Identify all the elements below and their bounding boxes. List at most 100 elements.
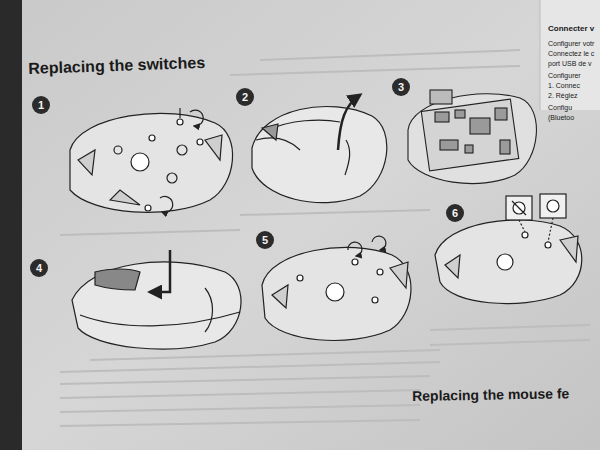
drawing-part: [272, 285, 288, 308]
drawing-part: [205, 135, 222, 160]
drawing-part: [326, 283, 344, 301]
drawing-part: [60, 420, 420, 426]
step-number: 4: [30, 259, 48, 277]
drawing-part: [177, 119, 183, 125]
column-text: (Bluetoo: [548, 114, 574, 121]
drawing-part: [60, 405, 420, 412]
drawing-part: [179, 108, 180, 118]
drawing-part: [145, 205, 151, 211]
drawing-part: [60, 376, 430, 384]
drawing-part: [372, 297, 378, 303]
drawing-part: [60, 230, 240, 235]
mouse-bottom-5: [262, 236, 411, 340]
drawing-part: [435, 220, 582, 304]
section-title: Replacing the mouse fe: [412, 385, 569, 404]
drawing-part: [190, 110, 203, 126]
drawing-part: [60, 390, 420, 398]
drawing-part: [345, 140, 350, 175]
step-number: 3: [392, 78, 410, 96]
drawing-part: [495, 108, 507, 120]
drawing-part: [408, 94, 536, 184]
drawing-part: [547, 200, 559, 212]
drawing-part: [522, 232, 528, 238]
drawing-part: [455, 110, 465, 118]
drawing-part: [256, 138, 300, 150]
column-text: 2. Réglez: [548, 92, 578, 99]
drawing-part: [230, 66, 520, 75]
drawing-part: [110, 190, 140, 205]
step-number: 2: [236, 88, 254, 106]
drawing-part: [252, 106, 387, 202]
drawing-part: [262, 124, 278, 140]
step-number: 6: [446, 204, 464, 222]
drawing-part: [72, 262, 241, 349]
drawing-part: [131, 153, 149, 171]
column-heading: Connecter v: [548, 24, 594, 33]
show-through-text: [60, 50, 590, 426]
drawing-part: [150, 250, 170, 292]
drawing-part: [540, 194, 566, 218]
drawing-part: [560, 236, 578, 262]
drawing-part: [445, 255, 460, 278]
drawing-part: [348, 242, 362, 256]
mouse-bottom-6: [435, 194, 582, 304]
drawing-part: [506, 196, 532, 220]
drawing-part: [197, 139, 203, 145]
drawing-part: [465, 145, 473, 153]
drawing-part: [177, 145, 187, 155]
drawing-part: [297, 275, 303, 281]
drawing-part: [497, 254, 513, 270]
drawing-part: [262, 247, 411, 340]
drawing-part: [430, 325, 590, 330]
drawing-part: [95, 269, 140, 290]
drawing-part: [352, 259, 358, 265]
column-text: port USB de v: [548, 60, 592, 67]
drawing-part: [338, 95, 360, 150]
drawing-part: [240, 210, 430, 215]
mouse-top-2: [252, 95, 387, 203]
drawing-part: [205, 288, 213, 332]
drawing-part: [512, 201, 526, 215]
step-number: 5: [256, 231, 274, 249]
drawing-part: [60, 362, 440, 372]
drawing-part: [421, 99, 518, 171]
drawing-part: [297, 259, 383, 303]
mouse-bottom-1: [70, 108, 233, 212]
drawing-part: [80, 312, 240, 326]
drawing-part: [545, 242, 551, 248]
drawing-part: [377, 269, 383, 275]
drawing-part: [268, 120, 340, 130]
drawing-part: [390, 262, 408, 288]
drawing-part: [90, 350, 440, 360]
step-number: 1: [32, 96, 50, 114]
page-corner: [540, 0, 600, 110]
column-text: 1. Connec: [548, 82, 580, 89]
drawing-part: [430, 90, 452, 104]
drawing-part: [114, 146, 122, 154]
drawing-part: [548, 218, 553, 242]
drawing-part: [167, 173, 177, 183]
drawing-part: [70, 113, 233, 212]
column-text: Connectez le c: [548, 50, 594, 57]
drawing-part: [145, 108, 203, 211]
drawing-part: [519, 220, 525, 232]
drawing-part: [440, 140, 458, 150]
drawing-part: [149, 135, 155, 141]
drawing-part: [260, 50, 520, 60]
drawing-part: [430, 340, 590, 345]
drawing-part: [435, 108, 510, 154]
column-text: Configurer: [548, 72, 581, 79]
drawing-part: [435, 112, 449, 122]
column-text: Configurer votr: [548, 40, 594, 47]
binding-strip: [0, 0, 22, 450]
column-text: Configu: [548, 104, 572, 111]
drawing-part: [513, 202, 525, 214]
drawing-part: [160, 196, 173, 212]
drawing-part: [500, 140, 510, 154]
drawing-part: [78, 150, 95, 175]
mouse-open-3: [408, 90, 536, 184]
mouse-side-4: [72, 250, 241, 349]
column-rule: [540, 0, 541, 110]
drawing-part: [372, 236, 386, 250]
